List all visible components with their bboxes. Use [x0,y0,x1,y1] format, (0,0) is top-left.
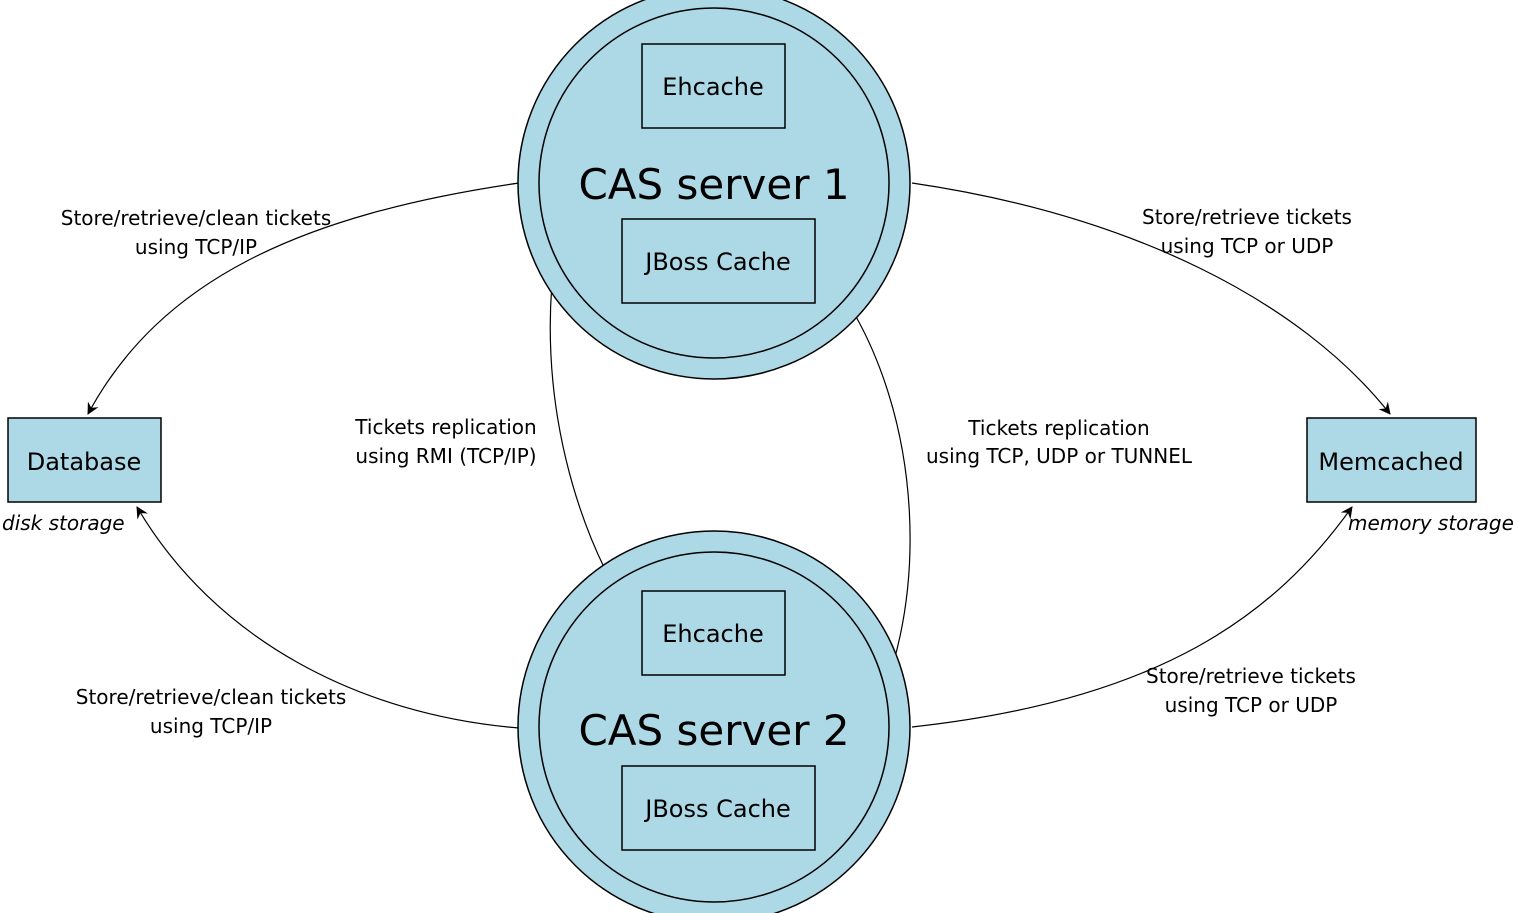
edge-server1-to-memcached [911,182,1391,415]
label-server2-database: Store/retrieve/clean tickets using TCP/I… [76,685,346,738]
memcached-caption: memory storage [1348,511,1513,535]
cas-server-2-node: Ehcache CAS server 2 JBoss Cache [517,530,911,913]
database-label: Database [27,448,142,476]
label-server1-database: Store/retrieve/clean tickets using TCP/I… [61,206,331,259]
label-server1-memcached: Store/retrieve tickets using TCP or UDP [1142,205,1352,258]
database-node: Database disk storage [2,417,162,535]
edge-server2-to-memcached [911,506,1353,728]
label-jboss-replication: Tickets replication using TCP, UDP or TU… [926,416,1193,468]
edge-server2-to-database [136,506,520,729]
label-server2-memcached: Store/retrieve tickets using TCP or UDP [1146,664,1356,717]
server2-jboss-label: JBoss Cache [643,795,791,823]
server1-jboss-box [621,218,816,304]
svg-text:using TCP or UDP: using TCP or UDP [1161,234,1334,258]
server2-ehcache-box [641,590,786,676]
svg-text:using TCP/IP: using TCP/IP [135,235,257,259]
server2-title: CAS server 2 [578,706,849,755]
svg-text:using TCP, UDP or TUNNEL: using TCP, UDP or TUNNEL [926,444,1193,468]
server1-jboss-label: JBoss Cache [643,248,791,276]
svg-text:Store/retrieve/clean tickets: Store/retrieve/clean tickets [61,206,331,230]
cas-server-1-node: Ehcache CAS server 1 JBoss Cache [517,0,911,380]
database-caption: disk storage [2,511,125,535]
edge-server1-to-database [87,182,520,415]
memcached-node: Memcached memory storage [1306,417,1513,535]
memcached-label: Memcached [1318,448,1463,476]
svg-text:Store/retrieve tickets: Store/retrieve tickets [1142,205,1352,229]
svg-text:Tickets replication: Tickets replication [354,415,536,439]
svg-text:Store/retrieve tickets: Store/retrieve tickets [1146,664,1356,688]
server1-title: CAS server 1 [578,160,849,209]
server2-ehcache-label: Ehcache [662,620,763,648]
svg-text:Store/retrieve/clean tickets: Store/retrieve/clean tickets [76,685,346,709]
svg-text:using TCP or UDP: using TCP or UDP [1165,693,1338,717]
server1-ehcache-box [641,43,786,129]
label-rmi-replication: Tickets replication using RMI (TCP/IP) [354,415,536,468]
svg-text:using TCP/IP: using TCP/IP [150,714,272,738]
server1-ehcache-label: Ehcache [662,73,763,101]
svg-text:using RMI (TCP/IP): using RMI (TCP/IP) [355,444,536,468]
svg-text:Tickets replication: Tickets replication [967,416,1149,440]
server2-jboss-box [621,765,816,851]
